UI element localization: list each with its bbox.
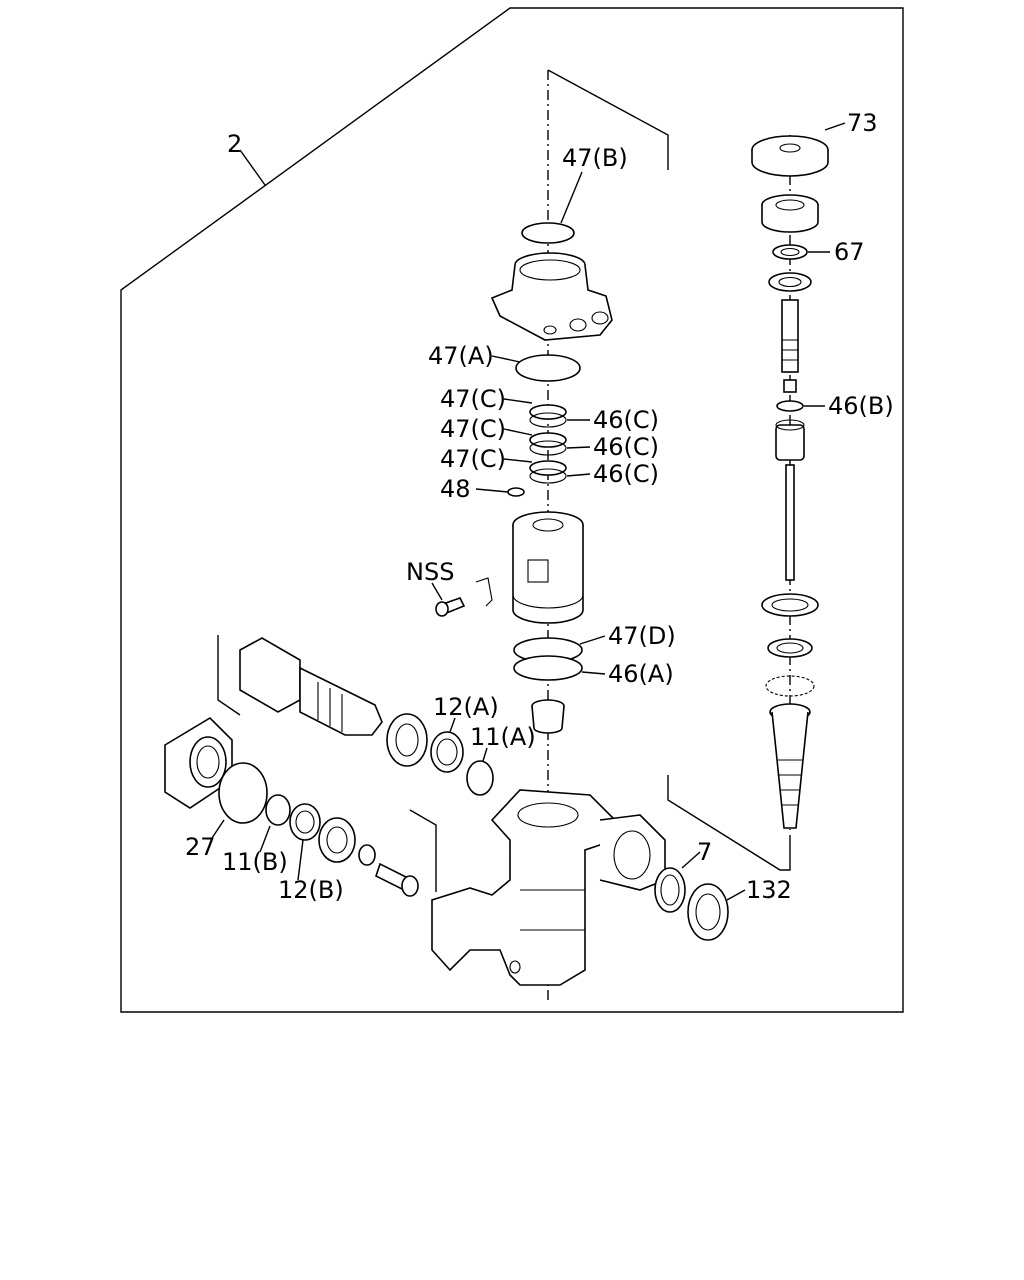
- leader-46c-3: [566, 473, 591, 477]
- part-7-seal: [654, 867, 686, 913]
- part-ball-bearing: [765, 675, 815, 697]
- part-rack-piston: [512, 511, 584, 624]
- part-bearing-upper: [768, 272, 812, 292]
- label-assembly-2: 2: [227, 130, 242, 158]
- label-47c-2: 47(C): [440, 415, 506, 443]
- part-47d-ring: [513, 637, 583, 681]
- label-47c-3: 47(C): [440, 445, 506, 473]
- part-valve-housing: [490, 252, 613, 341]
- part-47b-oring: [521, 222, 575, 244]
- leader-11b: [259, 825, 271, 853]
- part-ball-guide: [531, 699, 565, 734]
- part-132-cover: [687, 883, 729, 941]
- label-73: 73: [847, 109, 878, 137]
- part-47a-oring: [515, 354, 581, 382]
- leader-nss: [431, 582, 443, 601]
- part-adjust-nut: [318, 817, 356, 863]
- part-bearing-12a-outer: [386, 713, 428, 767]
- label-47d: 47(D): [608, 622, 676, 650]
- leader-132: [726, 889, 746, 901]
- label-132: 132: [746, 876, 792, 904]
- label-nss: NSS: [406, 558, 454, 586]
- leader-47c-3: [503, 458, 533, 463]
- part-48-ball: [507, 487, 525, 497]
- leader-7: [681, 851, 701, 869]
- part-adjust-screw: [375, 862, 419, 897]
- label-46a: 46(A): [608, 660, 674, 688]
- label-47a: 47(A): [428, 342, 494, 370]
- leader-2: [239, 149, 266, 186]
- leader-11a: [482, 747, 488, 762]
- part-11b-oring: [265, 794, 291, 826]
- part-seal-rings-stack: [529, 404, 567, 484]
- label-12a: 12(A): [433, 693, 499, 721]
- part-side-cover: [164, 716, 233, 809]
- leader-bracket-bolt: [409, 809, 437, 892]
- label-11a: 11(A): [470, 723, 536, 751]
- part-torsion-rod: [785, 464, 795, 581]
- leader-73: [824, 122, 846, 131]
- part-worm-shaft: [769, 703, 811, 829]
- label-46b: 46(B): [828, 392, 894, 420]
- part-needle-bearing: [767, 638, 813, 658]
- leader-12a: [449, 717, 456, 733]
- part-67-seal: [772, 244, 808, 260]
- label-46c-3: 46(C): [593, 460, 659, 488]
- label-7: 7: [697, 838, 712, 866]
- label-46c-1: 46(C): [593, 406, 659, 434]
- leader-12b: [297, 839, 304, 881]
- part-thrust-race: [761, 593, 819, 617]
- part-adjuster-plug: [761, 194, 819, 233]
- part-11a-oring: [466, 760, 494, 796]
- part-12b-seal: [289, 803, 321, 841]
- part-73-cover: [751, 135, 829, 177]
- label-12b: 12(B): [278, 876, 344, 904]
- leader-bracket-sector: [217, 635, 241, 716]
- label-48: 48: [440, 475, 471, 503]
- label-46c-2: 46(C): [593, 433, 659, 461]
- label-27: 27: [185, 833, 216, 861]
- label-11b: 11(B): [222, 848, 288, 876]
- label-67: 67: [834, 238, 865, 266]
- part-sector-shaft: [239, 637, 383, 736]
- part-12a-seal: [430, 731, 464, 773]
- part-valve-spool: [775, 419, 805, 461]
- leader-47c-1: [503, 398, 533, 404]
- leader-27: [211, 819, 225, 839]
- part-valve-stub-shaft: [781, 299, 799, 393]
- leader-46c-2: [566, 446, 591, 449]
- leader-46a: [581, 671, 606, 675]
- leader-47d: [579, 635, 606, 645]
- leader-bracket-upper-solid: [547, 69, 669, 170]
- leader-bracket-right: [667, 775, 791, 871]
- part-46b-oring: [776, 400, 804, 412]
- part-27-gasket: [218, 762, 268, 824]
- assembly-outline: [120, 7, 904, 1013]
- leader-47c-2: [503, 428, 533, 436]
- part-nss-screw: [435, 577, 493, 617]
- leader-48: [475, 488, 509, 493]
- label-47b: 47(B): [562, 144, 628, 172]
- leader-47a: [491, 355, 521, 363]
- leader-47b: [560, 171, 583, 224]
- part-washer: [358, 844, 376, 866]
- label-47c-1: 47(C): [440, 385, 506, 413]
- part-gear-housing: [431, 789, 666, 986]
